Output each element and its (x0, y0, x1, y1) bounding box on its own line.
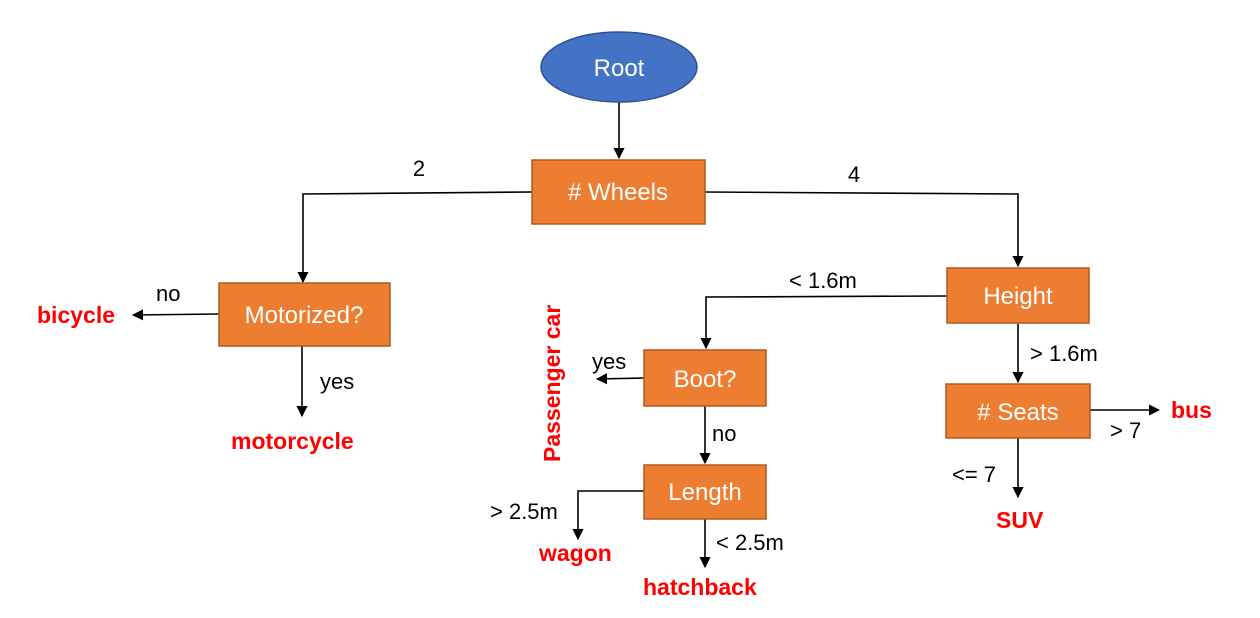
leaf-hatchback: hatchback (643, 574, 757, 600)
leaf-suv: SUV (996, 507, 1044, 533)
connectors (131, 102, 1161, 569)
edge-label-two: 2 (413, 156, 425, 181)
edge-label-length-gt: > 2.5m (490, 499, 558, 524)
motorized-label: Motorized? (245, 302, 364, 329)
leaf-motorcycle: motorcycle (231, 428, 354, 454)
edge-label-seats-le: <= 7 (952, 462, 996, 487)
edge-label-boot-no: no (712, 421, 736, 446)
leaf-bus: bus (1171, 397, 1212, 423)
edge-label-four: 4 (848, 162, 860, 187)
length-label: Length (668, 479, 741, 506)
length-node: Length (643, 464, 767, 520)
root-node: Root (540, 31, 698, 103)
seats-box (945, 383, 1091, 439)
root-label: Root (594, 55, 645, 82)
edge-labels: 2 4 no yes < 1.6m > 1.6m yes no > 7 <= 7… (156, 156, 1141, 555)
height-box (946, 267, 1090, 324)
height-node: Height (946, 267, 1090, 324)
wheels-node: # Wheels (531, 159, 706, 225)
edge-height-boot (700, 295, 948, 350)
boot-box (643, 349, 767, 407)
height-label: Height (983, 283, 1053, 310)
edge-label-seats-gt: > 7 (1110, 418, 1141, 443)
seats-label: # Seats (977, 399, 1058, 426)
wheels-label: # Wheels (568, 179, 668, 206)
wheels-box (531, 159, 706, 225)
edge-wheels-height (704, 191, 1024, 268)
motorized-box (218, 282, 391, 347)
edge-motorized-bicycle (131, 309, 220, 321)
leaf-bicycle: bicycle (37, 302, 115, 328)
edge-label-boot-yes: yes (592, 349, 626, 374)
edge-length-wagon (572, 490, 644, 541)
edge-label-no-motor: no (156, 281, 180, 306)
edge-wheels-motorized (297, 191, 533, 284)
leaf-passenger-car: Passenger car (539, 305, 565, 462)
edge-label-height-high: > 1.6m (1030, 341, 1098, 366)
leaf-labels: bicycle motorcycle Passenger car bus SUV… (37, 302, 1212, 600)
edge-label-height-low: < 1.6m (789, 268, 857, 293)
seats-node: # Seats (945, 383, 1091, 439)
edge-label-length-lt: < 2.5m (716, 530, 784, 555)
length-box (643, 464, 767, 520)
root-ellipse (540, 31, 698, 103)
boot-label: Boot? (674, 366, 737, 393)
edge-boot-passenger (595, 373, 645, 385)
leaf-wagon: wagon (538, 540, 612, 566)
boot-node: Boot? (643, 349, 767, 407)
motorized-node: Motorized? (218, 282, 391, 347)
edge-label-yes-motor: yes (320, 369, 354, 394)
